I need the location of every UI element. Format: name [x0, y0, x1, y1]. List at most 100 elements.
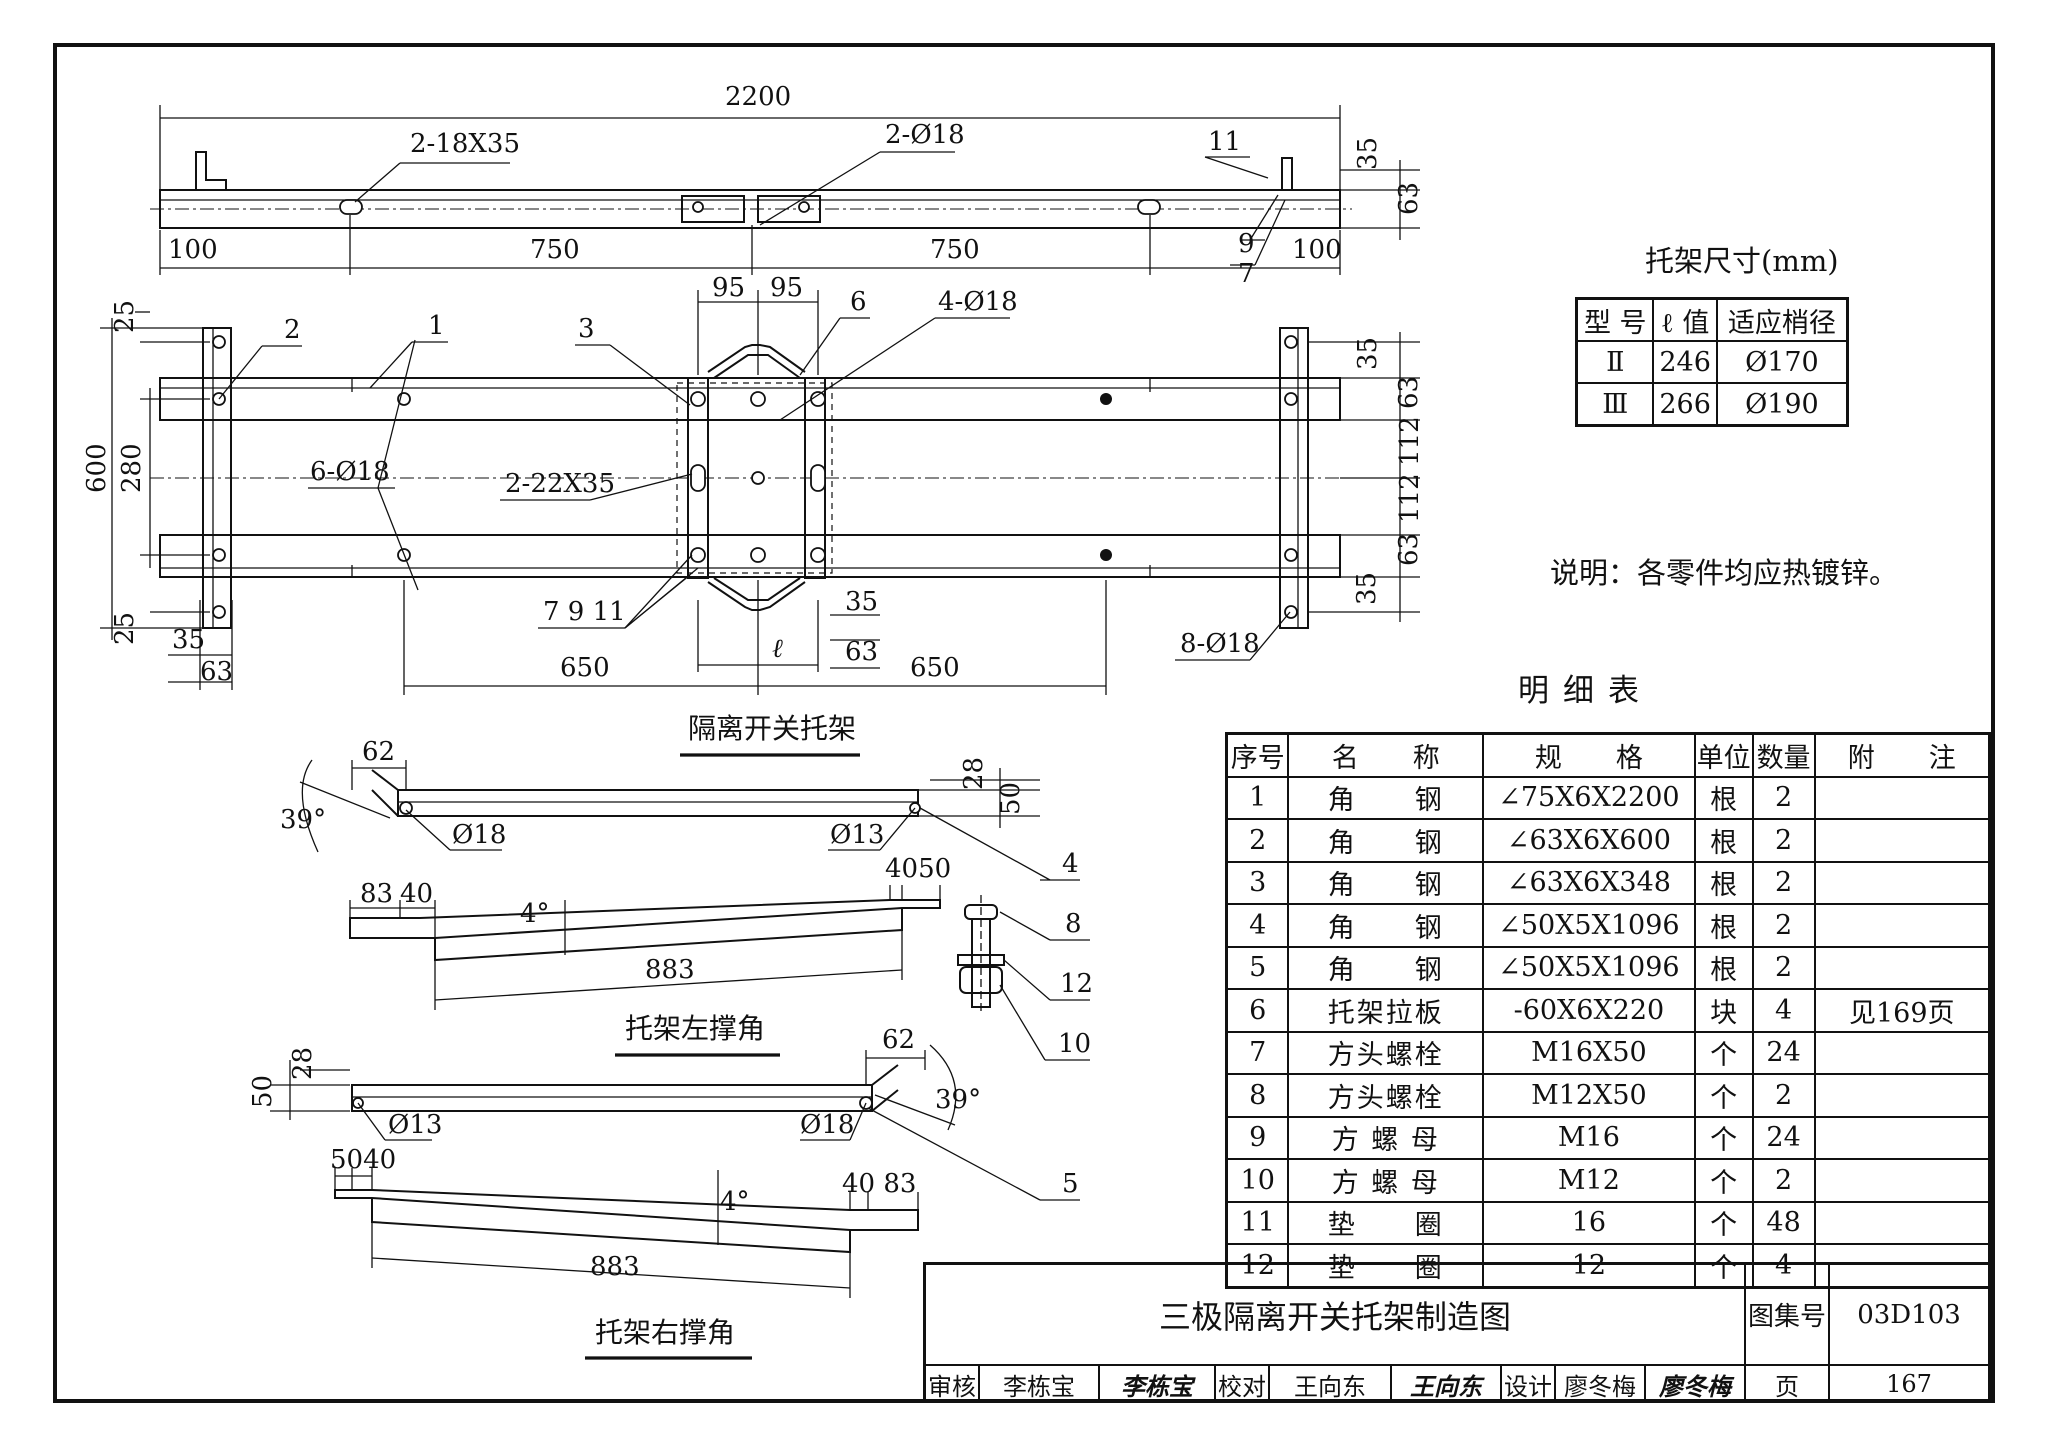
cell [1813, 945, 1991, 990]
cell [1813, 775, 1991, 820]
atlas-number: 03D103 [1830, 1265, 1988, 1366]
cell: 2 [1751, 860, 1816, 905]
cell: 4 [1751, 988, 1816, 1033]
cell: 4 [1751, 1243, 1816, 1288]
label-part-2: 2 [284, 315, 301, 345]
cell [1813, 860, 1991, 905]
cell: 24 [1751, 1030, 1816, 1075]
cell: 根 [1693, 945, 1754, 990]
dim-95-right: 95 [770, 273, 803, 303]
cell: 2 [1751, 945, 1816, 990]
review-label: 审核 [926, 1366, 980, 1402]
dim-ell: ℓ [772, 634, 783, 664]
cell: 垫 圈 [1287, 1243, 1485, 1288]
size-cell: Ⅲ [1575, 382, 1655, 427]
label-part-11: 11 [1208, 127, 1241, 157]
cell [1813, 1030, 1991, 1075]
dim-4050: 4050 [885, 854, 951, 884]
cell: 个 [1693, 1030, 1754, 1075]
dim-63-r2: 63 [1394, 533, 1424, 566]
cell: 8 [1225, 1073, 1290, 1118]
dim-2200: 2200 [725, 82, 791, 112]
cell: 10 [1225, 1158, 1290, 1203]
size-cell: Ø190 [1715, 382, 1849, 427]
label-phi13-left: Ø13 [830, 820, 884, 850]
dim-50-right: 50 [248, 1075, 278, 1108]
dim-750-right: 750 [930, 235, 980, 265]
cell: 16 [1482, 1200, 1696, 1245]
label-2-phi18: 2-Ø18 [885, 120, 965, 150]
cell [1813, 903, 1991, 948]
label-parts-7-9-11: 7 9 11 [543, 597, 626, 627]
dim-112-r2: 112 [1395, 473, 1425, 523]
dim-63-mid: 63 [845, 637, 878, 667]
dim-40: 40 [400, 879, 433, 909]
cell: 个 [1693, 1158, 1754, 1203]
dim-35-mid: 35 [845, 587, 878, 617]
cell: 3 [1225, 860, 1290, 905]
cell: 角 钢 [1287, 903, 1485, 948]
cell: 2 [1751, 903, 1816, 948]
reviewer-signature: 李栋宝 [1100, 1366, 1216, 1402]
dim-28-right: 28 [288, 1047, 318, 1080]
title-left-brace: 托架左撑角 [625, 1012, 765, 1045]
cell [1813, 818, 1991, 863]
cell: 1 [1225, 775, 1290, 820]
cell: 11 [1225, 1200, 1290, 1245]
dim-650-left: 650 [560, 653, 610, 683]
label-4-phi18: 4-Ø18 [938, 287, 1018, 317]
check-label: 校对 [1216, 1366, 1270, 1402]
label-2-22x35: 2-22X35 [505, 469, 615, 499]
cell: 角 钢 [1287, 860, 1485, 905]
dim-83: 83 [360, 879, 393, 909]
dim-39deg-right: 39° [935, 1085, 981, 1115]
dim-25-bottom: 25 [110, 612, 140, 645]
cell: 见169页 [1813, 988, 1991, 1033]
size-header-diameter: 适应梢径 [1715, 297, 1849, 342]
dim-883-left: 883 [645, 955, 695, 985]
label-part-12: 12 [1060, 969, 1093, 999]
dim-883-right: 883 [590, 1252, 640, 1282]
label-part-5: 5 [1062, 1169, 1079, 1199]
cell: -60X6X220 [1482, 988, 1696, 1033]
cell: ∠63X6X600 [1482, 818, 1696, 863]
header-remark: 附 注 [1813, 732, 1991, 778]
left-brace-view: 62 39° Ø18 Ø13 28 50 4 83 40 4050 4° [280, 737, 1080, 1057]
dim-25-top: 25 [110, 300, 140, 333]
dim-95-left: 95 [712, 273, 745, 303]
cell: 个 [1693, 1243, 1754, 1288]
page-number: 167 [1886, 1370, 1932, 1398]
dim-4deg-left: 4° [520, 899, 550, 929]
title-isolator-rack: 隔离开关托架 [688, 712, 856, 745]
cell: ∠50X5X1096 [1482, 945, 1696, 990]
label-part-7: 7 [1238, 259, 1255, 289]
dim-35-r2: 35 [1352, 572, 1382, 605]
cell: 12 [1482, 1243, 1696, 1288]
size-cell: 246 [1652, 340, 1718, 384]
cell: 垫 圈 [1287, 1200, 1485, 1245]
dim-62-left: 62 [362, 737, 395, 767]
title-right-brace: 托架右撑角 [595, 1316, 735, 1349]
dim-600: 600 [82, 443, 112, 493]
cell: 2 [1751, 1073, 1816, 1118]
cell: 9 [1225, 1115, 1290, 1160]
note-text: 说明：各零件均应热镀锌。 [1550, 556, 1899, 590]
header-name: 名 称 [1287, 732, 1485, 778]
cell: 个 [1693, 1200, 1754, 1245]
page-label: 页 [1746, 1366, 1830, 1402]
size-cell: Ø170 [1715, 340, 1849, 384]
signature-row: 审核 李栋宝 李栋宝 校对 王向东 王向东 设计 廖冬梅 廖冬梅 页 167 [926, 1366, 1988, 1402]
header-no: 序号 [1225, 732, 1290, 778]
cell: 2 [1751, 775, 1816, 820]
cell: 2 [1751, 1158, 1816, 1203]
right-brace-view: 28 50 Ø13 Ø18 62 39° 5 5040 40 83 4° [248, 1025, 1080, 1360]
cell: ∠63X6X348 [1482, 860, 1696, 905]
label-phi18-left: Ø18 [452, 820, 506, 850]
size-table-header: 型 号 ℓ 值 适应梢径 [1575, 297, 1849, 342]
